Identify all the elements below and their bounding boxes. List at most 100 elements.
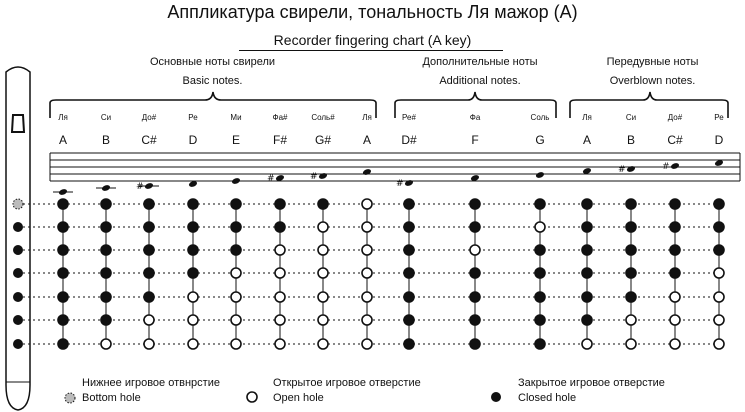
note-label-latin: F [471, 133, 479, 147]
legend-closed-hole-en: Closed hole [518, 392, 577, 404]
closed-hole-icon [403, 244, 415, 256]
closed-hole-icon [713, 244, 725, 256]
closed-hole-icon [57, 244, 69, 256]
legend-open-hole-icon [246, 391, 258, 403]
note-label-latin: G# [314, 133, 331, 147]
open-hole-icon [317, 221, 329, 233]
open-hole-icon [361, 291, 373, 303]
sharp-sign: # [618, 165, 626, 175]
open-hole-icon [361, 267, 373, 279]
open-hole-icon [361, 221, 373, 233]
open-hole-icon [187, 338, 199, 350]
chart-marks: ###### [12, 160, 725, 404]
closed-hole-icon [534, 267, 546, 279]
open-hole-icon [187, 314, 199, 326]
closed-hole-icon [469, 198, 481, 210]
open-hole-icon [361, 244, 373, 256]
legend-bottom-hole-en: Bottom hole [82, 392, 141, 404]
closed-hole-icon [57, 338, 69, 350]
note-label-latin: C# [667, 133, 683, 147]
closed-hole-icon [100, 244, 112, 256]
open-hole-icon [274, 291, 286, 303]
open-hole-icon [669, 338, 681, 350]
open-hole-icon [669, 291, 681, 303]
closed-hole-icon [581, 267, 593, 279]
closed-hole-icon [469, 314, 481, 326]
note-label-ru: Ми [230, 113, 242, 122]
open-hole-icon [230, 267, 242, 279]
closed-hole-icon [187, 198, 199, 210]
recorder-hole-icon [13, 245, 23, 255]
open-hole-icon [100, 338, 112, 350]
recorder-hole-icon [13, 292, 23, 302]
closed-hole-icon [669, 198, 681, 210]
open-hole-icon [713, 267, 725, 279]
closed-hole-icon [230, 221, 242, 233]
closed-hole-icon [581, 314, 593, 326]
open-hole-icon [274, 267, 286, 279]
closed-hole-icon [100, 221, 112, 233]
note-label-ru: Соль# [311, 113, 335, 122]
closed-hole-icon [534, 314, 546, 326]
note-label-latin: F# [272, 133, 287, 147]
note-label-latin: C# [141, 133, 157, 147]
closed-hole-icon [143, 267, 155, 279]
closed-hole-icon [625, 291, 637, 303]
open-hole-icon [230, 314, 242, 326]
open-hole-icon [230, 291, 242, 303]
note-label-latin: G [535, 133, 545, 147]
note-label-ru: Фа [469, 113, 481, 122]
note-label-ru: Фа# [272, 113, 288, 122]
legend-closed-hole-ru: Закрытое игровое отверстие [518, 377, 665, 389]
note-label-latin: D [714, 133, 724, 147]
closed-hole-icon [57, 198, 69, 210]
open-hole-icon [143, 338, 155, 350]
open-hole-icon [361, 314, 373, 326]
open-hole-icon [713, 314, 725, 326]
legend-bottom-hole-icon [64, 392, 76, 404]
closed-hole-icon [534, 291, 546, 303]
note-label-ru: Ре [714, 113, 724, 122]
recorder-bottom-hole-icon [12, 198, 24, 210]
open-hole-icon [361, 198, 373, 210]
closed-hole-icon [403, 267, 415, 279]
note-head [470, 175, 480, 181]
section-basic-ru: Основные ноты свирели [149, 56, 276, 68]
recorder-hole-icon [13, 268, 23, 278]
closed-hole-icon [469, 338, 481, 350]
note-head [404, 180, 414, 186]
brace-basic [49, 91, 377, 118]
open-hole-icon [143, 314, 155, 326]
closed-hole-icon [403, 338, 415, 350]
note-label-latin: A [362, 133, 371, 147]
page-subtitle: Recorder fingering chart (A key) [273, 32, 472, 48]
closed-hole-icon [274, 221, 286, 233]
note-head [714, 160, 724, 166]
closed-hole-icon [469, 267, 481, 279]
closed-hole-icon [57, 221, 69, 233]
closed-hole-icon [187, 221, 199, 233]
note-head [58, 189, 68, 195]
recorder-hole-icon [13, 222, 23, 232]
recorder-hole-icon [13, 315, 23, 325]
music-staff [49, 152, 741, 182]
note-head [626, 166, 636, 172]
note-label-latin: E [231, 133, 240, 147]
open-hole-icon [625, 314, 637, 326]
closed-hole-icon [143, 244, 155, 256]
sharp-sign: # [396, 179, 404, 189]
legend-closed-hole-icon [491, 392, 501, 402]
open-hole-icon [274, 314, 286, 326]
closed-hole-icon [534, 338, 546, 350]
note-label-ru: Си [100, 113, 112, 122]
section-overblown-en: Overblown notes. [609, 75, 696, 87]
legend-open-hole-en: Open hole [273, 392, 324, 404]
closed-hole-icon [625, 198, 637, 210]
note-head [670, 163, 680, 169]
open-hole-icon [534, 221, 546, 233]
section-additional-ru: Дополнительные ноты [422, 56, 538, 68]
closed-hole-icon [57, 267, 69, 279]
open-hole-icon [274, 338, 286, 350]
note-label-ru: Ля [362, 113, 372, 122]
